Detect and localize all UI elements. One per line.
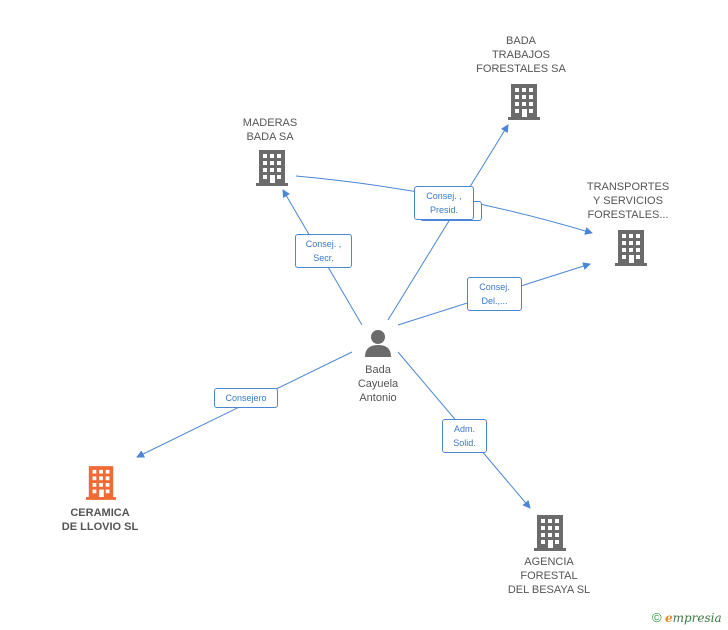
building-icon[interactable]: [534, 515, 566, 551]
node-agencia[interactable]: AGENCIA FORESTAL DEL BESAYA SL: [494, 555, 604, 597]
edge-person-trabajos: [387, 124, 509, 321]
relation-label-transportes[interactable]: Consej. Del.,...: [467, 277, 522, 311]
building-icon[interactable]: [508, 84, 540, 120]
node-transportes[interactable]: TRANSPORTES Y SERVICIOS FORESTALES...: [574, 180, 682, 222]
node-ceramica-label: CERAMICA DE LLOVIO SL: [61, 507, 139, 533]
building-icon[interactable]: [256, 150, 288, 186]
relation-label-ceramica[interactable]: Consejero: [214, 388, 278, 408]
node-ceramica[interactable]: CERAMICA DE LLOVIO SL: [46, 506, 154, 534]
person-icon[interactable]: [363, 328, 393, 358]
node-person-label: Bada Cayuela Antonio: [357, 364, 399, 404]
node-maderas-bada-label: MADERAS BADA SA: [242, 117, 298, 143]
relation-label-maderas[interactable]: Consej. , Secr.: [295, 234, 352, 268]
building-icon[interactable]: [615, 230, 647, 266]
node-bada-trabajos-label: BADA TRABAJOS FORESTALES SA: [476, 35, 566, 75]
node-transportes-label: TRANSPORTES Y SERVICIOS FORESTALES...: [586, 181, 670, 221]
empresia-watermark: © empresia: [652, 610, 722, 625]
relation-label-trabajos[interactable]: Consej. , Presid.: [414, 186, 474, 220]
node-agencia-label: AGENCIA FORESTAL DEL BESAYA SL: [507, 556, 591, 596]
building-icon[interactable]: [86, 466, 116, 500]
node-bada-trabajos[interactable]: BADA TRABAJOS FORESTALES SA: [460, 34, 582, 76]
node-maderas-bada[interactable]: MADERAS BADA SA: [220, 116, 320, 144]
node-person[interactable]: Bada Cayuela Antonio: [330, 363, 426, 405]
relation-label-agencia[interactable]: Adm. Solid.: [442, 419, 487, 453]
empresia-logo: empresia: [664, 611, 722, 625]
copyright-symbol: ©: [652, 610, 662, 625]
